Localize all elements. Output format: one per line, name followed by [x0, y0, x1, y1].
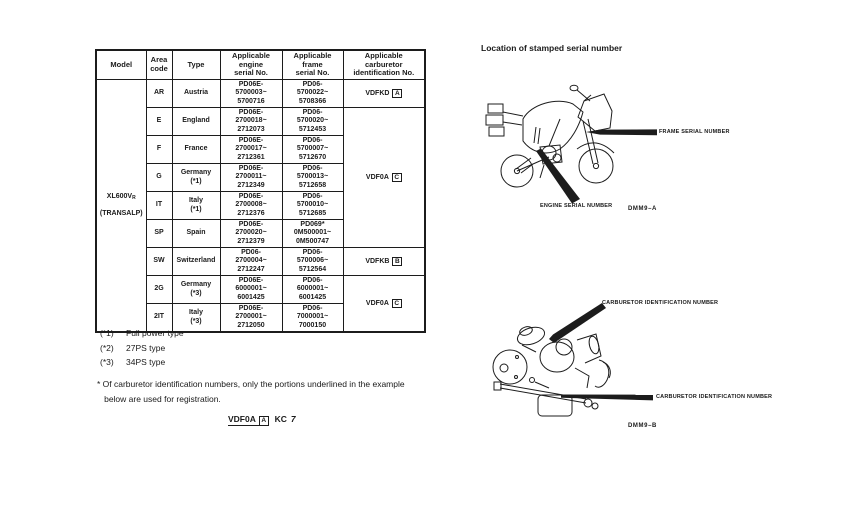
- col-header-frame-serial: Applicable frame serial No.: [281, 49, 344, 80]
- model-cell: XL600VR (TRANSALP): [95, 79, 147, 333]
- model-name: XL600VR: [106, 192, 136, 201]
- carb-id-label-top: CARBURETOR IDENTIFICATION NUMBER: [602, 300, 719, 306]
- cell-frame: PD06- 5700020~ 5712453: [281, 107, 344, 136]
- engine-serial-label: ENGINE SERIAL NUMBER: [540, 203, 613, 209]
- table-row: 2G Germany (*3) PD06E- 6000001~ 6001425 …: [96, 275, 426, 333]
- col-header-model: Model: [95, 49, 147, 80]
- cell-area: 2G: [145, 275, 173, 304]
- figure-a-caption: DMM9–A: [628, 206, 657, 212]
- cell-type: Italy (*3): [171, 303, 221, 333]
- cell-area: SW: [145, 247, 173, 276]
- cell-type: Germany (*3): [171, 275, 221, 304]
- cell-engine: PD06E- 2700017~ 2712361: [219, 135, 283, 164]
- col-header-area-code: Area code: [145, 49, 173, 80]
- cell-type: Germany (*1): [171, 163, 221, 192]
- cell-area: AR: [145, 79, 173, 108]
- cell-type: Switzerland: [171, 247, 221, 276]
- col-header-carb-id: Applicable carburetor identification No.: [342, 49, 426, 80]
- cell-type: Italy (*1): [171, 191, 221, 220]
- cell-frame: PD06- 5700007~ 5712670: [281, 135, 344, 164]
- table-row: SP Spain PD06E- 2700020~ 2712379 PD069* …: [96, 219, 425, 248]
- cell-area: F: [145, 135, 173, 164]
- frame-serial-leader-arrow: [586, 129, 657, 136]
- cell-frame: PD06- 6000001~ 6001425: [281, 275, 344, 304]
- cell-area: IT: [145, 191, 173, 220]
- table-row: 2IT Italy (*3) PD06E- 2700001~ 2712050 P…: [96, 303, 425, 333]
- cell-area: 2IT: [145, 303, 173, 333]
- cell-engine: PD06E- 2700001~ 2712050: [219, 303, 283, 333]
- col-header-type: Type: [171, 49, 221, 80]
- cell-engine: PD06E- 6000001~ 6001425: [219, 275, 283, 304]
- figure-b-caption: DMM9–B: [628, 423, 657, 429]
- table-header-row: Model Area code Type Applicable engine s…: [95, 49, 426, 80]
- engine-serial-leader-arrow: [536, 148, 580, 204]
- motorcycle-figure: [485, 84, 615, 188]
- section-heading: Location of stamped serial number: [481, 43, 623, 53]
- cell-engine: PD06E- 2700011~ 2712349: [219, 163, 283, 192]
- boxed-letter: C: [391, 298, 402, 309]
- footnote-3: (*3)34PS type: [100, 357, 166, 367]
- cell-area: SP: [145, 219, 173, 248]
- carb-id-leader-arrow-bottom: [561, 394, 653, 401]
- cell-engine: PD06E- 5700003~ 5700716: [219, 79, 283, 108]
- frame-serial-label: FRAME SERIAL NUMBER: [659, 129, 730, 135]
- cell-engine: PD06- 2700004~ 2712247: [219, 247, 283, 276]
- cell-type: England: [171, 107, 221, 136]
- cell-type: Spain: [171, 219, 221, 248]
- cell-type: France: [171, 135, 221, 164]
- cell-frame: PD06- 7000001~ 7000150: [281, 303, 344, 333]
- cell-type: Austria: [171, 79, 221, 108]
- cell-engine: PD06E- 2700008~ 2712376: [219, 191, 283, 220]
- cell-engine: PD06E- 2700018~ 2712073: [219, 107, 283, 136]
- registration-note: * Of carburetor identification numbers, …: [97, 379, 405, 404]
- boxed-letter: C: [391, 172, 402, 183]
- table-row: XL600VR (TRANSALP) AR Austria PD06E- 570…: [95, 79, 426, 333]
- table-row: E England PD06E- 2700018~ 2712073 PD06- …: [96, 107, 426, 248]
- boxed-letter: A: [258, 416, 269, 426]
- boxed-letter: B: [392, 256, 403, 267]
- model-line2: (TRANSALP): [99, 209, 143, 217]
- carb-id-leader-arrow-top: [549, 303, 606, 343]
- cell-area: E: [145, 107, 173, 136]
- cell-engine: PD06E- 2700020~ 2712379: [219, 219, 283, 248]
- cell-frame: PD06- 5700006~ 5712564: [281, 247, 344, 276]
- cell-frame: PD06- 5700022~ 5708366: [281, 79, 344, 108]
- cell-frame: PD06- 5700013~ 5712658: [281, 163, 344, 192]
- col-header-engine-serial: Applicable engine serial No.: [219, 49, 283, 80]
- table-row: SW Switzerland PD06- 2700004~ 2712247 PD…: [96, 247, 426, 276]
- cell-frame: PD069* 0M500001~ 0M500747: [281, 219, 344, 248]
- cell-area: G: [145, 163, 173, 192]
- carburetor-figure: [492, 326, 611, 417]
- cell-frame: PD06- 5700010~ 5712685: [281, 191, 344, 220]
- boxed-letter: A: [392, 88, 403, 99]
- footnote-2: (*2)27PS type: [100, 343, 166, 353]
- carb-id-label-bottom: CARBURETOR IDENTIFICATION NUMBER: [656, 394, 773, 400]
- footnote-1: (*1)Full power type: [100, 328, 184, 338]
- model-suffix: R: [132, 194, 136, 201]
- table-row: IT Italy (*1) PD06E- 2700008~ 2712376 PD…: [96, 191, 425, 220]
- table-row: F France PD06E- 2700017~ 2712361 PD06- 5…: [96, 135, 425, 164]
- serial-number-table: Model Area code Type Applicable engine s…: [95, 49, 426, 333]
